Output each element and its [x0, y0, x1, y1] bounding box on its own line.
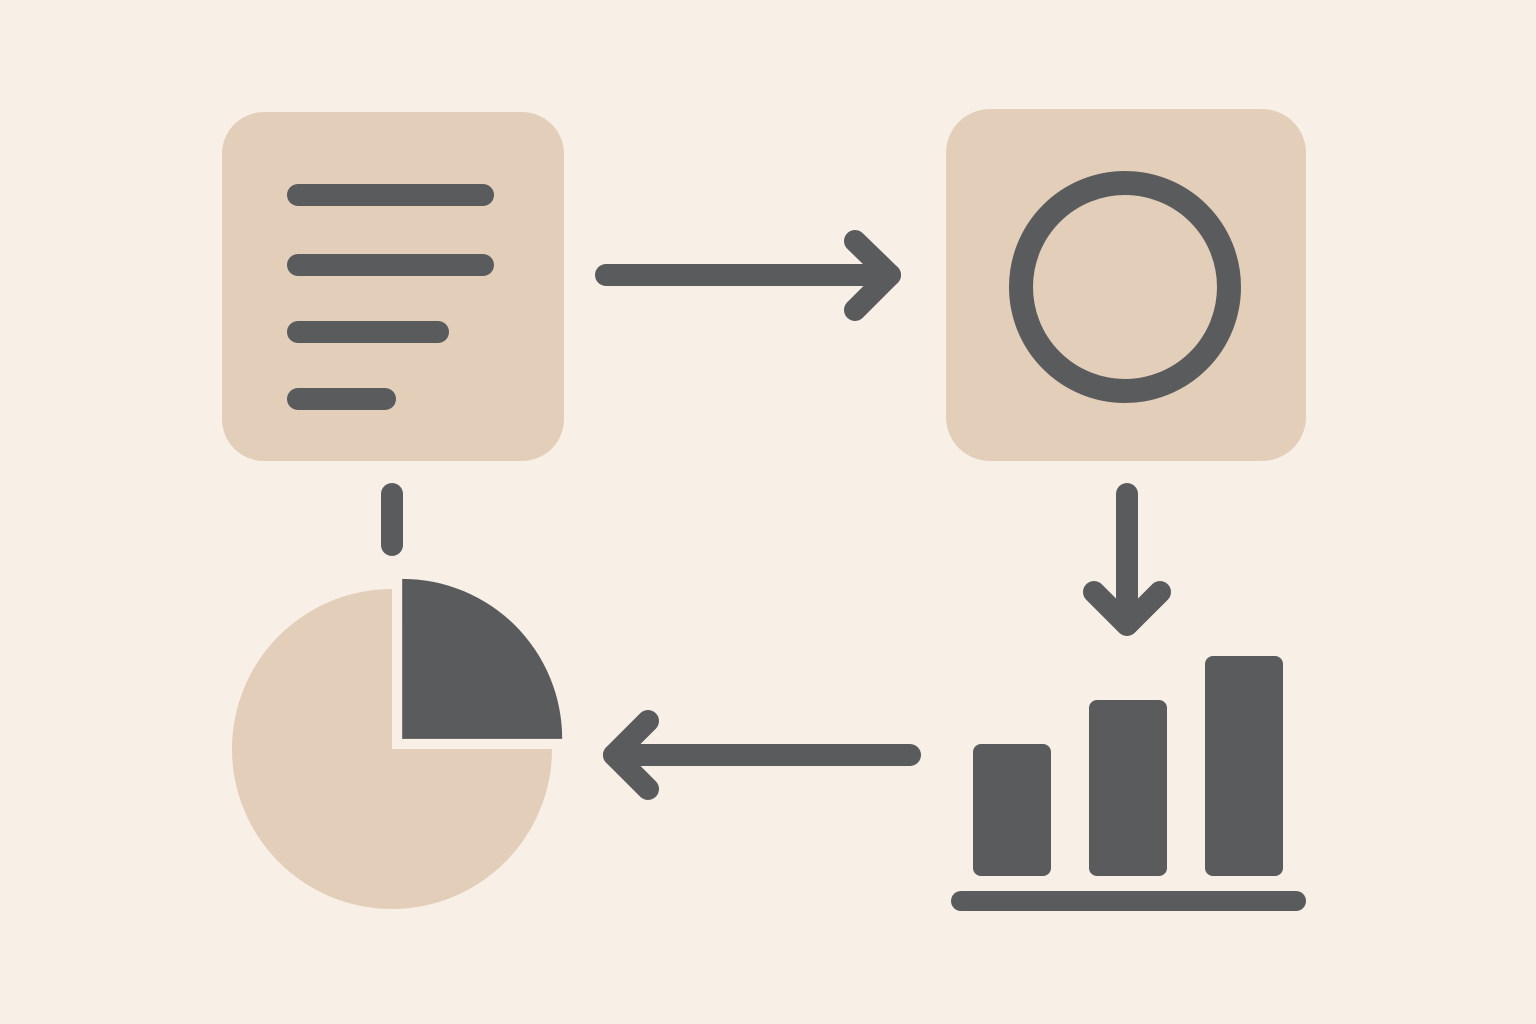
- arrow-down-icon: [1083, 483, 1171, 636]
- arrow-head: [1083, 581, 1171, 636]
- bar: [1089, 700, 1167, 876]
- pie-slice-highlight: [402, 578, 563, 739]
- arrow-right-icon: [595, 230, 901, 321]
- pie-slice-remainder: [232, 589, 552, 909]
- arrow-left-icon: [603, 710, 921, 800]
- document-node: [222, 112, 564, 461]
- arrow-head: [603, 710, 659, 800]
- document-tile: [222, 112, 564, 461]
- document-lines-icon: [287, 184, 494, 410]
- bar-group: [973, 656, 1283, 876]
- circle-ring-icon: [1009, 171, 1241, 403]
- bar: [973, 744, 1051, 876]
- arrow-head: [844, 230, 901, 321]
- pie-chart-icon: [232, 578, 563, 909]
- process-node: [946, 109, 1306, 461]
- process-tile: [946, 109, 1306, 461]
- bar: [1205, 656, 1283, 876]
- bar-chart-icon: [951, 656, 1306, 911]
